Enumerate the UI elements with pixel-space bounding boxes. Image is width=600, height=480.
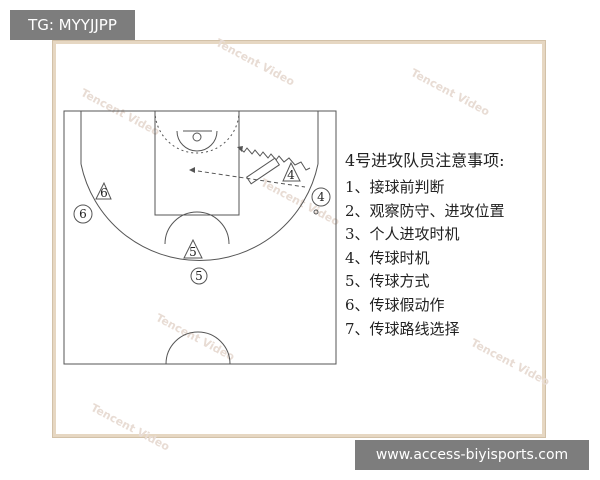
basket-rim	[192, 132, 202, 142]
notes-title: 4号进攻队员注意事项:	[345, 151, 505, 170]
offense-player-4-icon: 4	[282, 161, 301, 182]
defense-player-4-icon: 4	[311, 187, 331, 215]
note-item: 5、传球方式	[345, 272, 430, 291]
court-lines	[63, 110, 337, 365]
defense-player-6-icon: 6	[73, 204, 93, 224]
note-item: 3、个人进攻时机	[345, 225, 460, 244]
watermark-text: Tencent Video	[469, 336, 553, 389]
free-throw-lane	[154, 110, 240, 216]
note-item: 4、传球时机	[345, 248, 430, 267]
player-label: 6	[100, 186, 108, 200]
watermark-text: Tencent Video	[409, 66, 493, 119]
player-label: 5	[189, 245, 197, 259]
watermark-text: Tencent Video	[214, 36, 298, 89]
note-item: 7、传球路线选择	[345, 319, 460, 338]
watermark-text: Tencent Video	[259, 176, 343, 229]
note-item: 6、传球假动作	[345, 295, 445, 314]
notes-panel: 4号进攻队员注意事项: 1、接球前判断 2、观察防守、进攻位置 3、个人进攻时机…	[345, 150, 545, 341]
zigzag-cut-line	[238, 147, 311, 171]
play-arrows	[189, 146, 311, 188]
players: 4 4 6 6 5 5	[73, 161, 331, 285]
player-label: 4	[287, 168, 295, 182]
dashed-pass-line	[190, 169, 306, 188]
defense-player-5-icon: 5	[190, 267, 208, 285]
player-label: 4	[317, 190, 325, 204]
note-item: 1、接球前判断	[345, 178, 445, 196]
top-badge: TG: MYYJJPP	[10, 10, 135, 40]
offense-player-6-icon: 6	[95, 181, 112, 200]
diagram-frame	[52, 40, 546, 438]
watermark-text: Tencent Video	[154, 311, 238, 364]
three-point-arc	[80, 163, 319, 261]
screen-bar	[245, 157, 281, 185]
player-label: 5	[195, 269, 203, 283]
center-circle-half	[165, 331, 231, 365]
note-item: 2、观察防守、进攻位置	[345, 201, 505, 220]
arrow-head-icon	[189, 167, 195, 173]
bottom-badge: www.access-biyisports.com	[355, 440, 589, 470]
player-label: 6	[79, 207, 87, 221]
free-throw-circle-bottom	[164, 211, 230, 245]
arrow-head-icon	[237, 146, 243, 152]
half-court-boundary	[63, 110, 337, 365]
watermark-text: Tencent Video	[79, 86, 163, 139]
free-throw-circle-top	[154, 110, 240, 154]
restricted-area-arc	[176, 130, 218, 152]
watermark-text: Tencent Video	[89, 401, 173, 454]
offense-player-5-icon: 5	[183, 238, 203, 259]
